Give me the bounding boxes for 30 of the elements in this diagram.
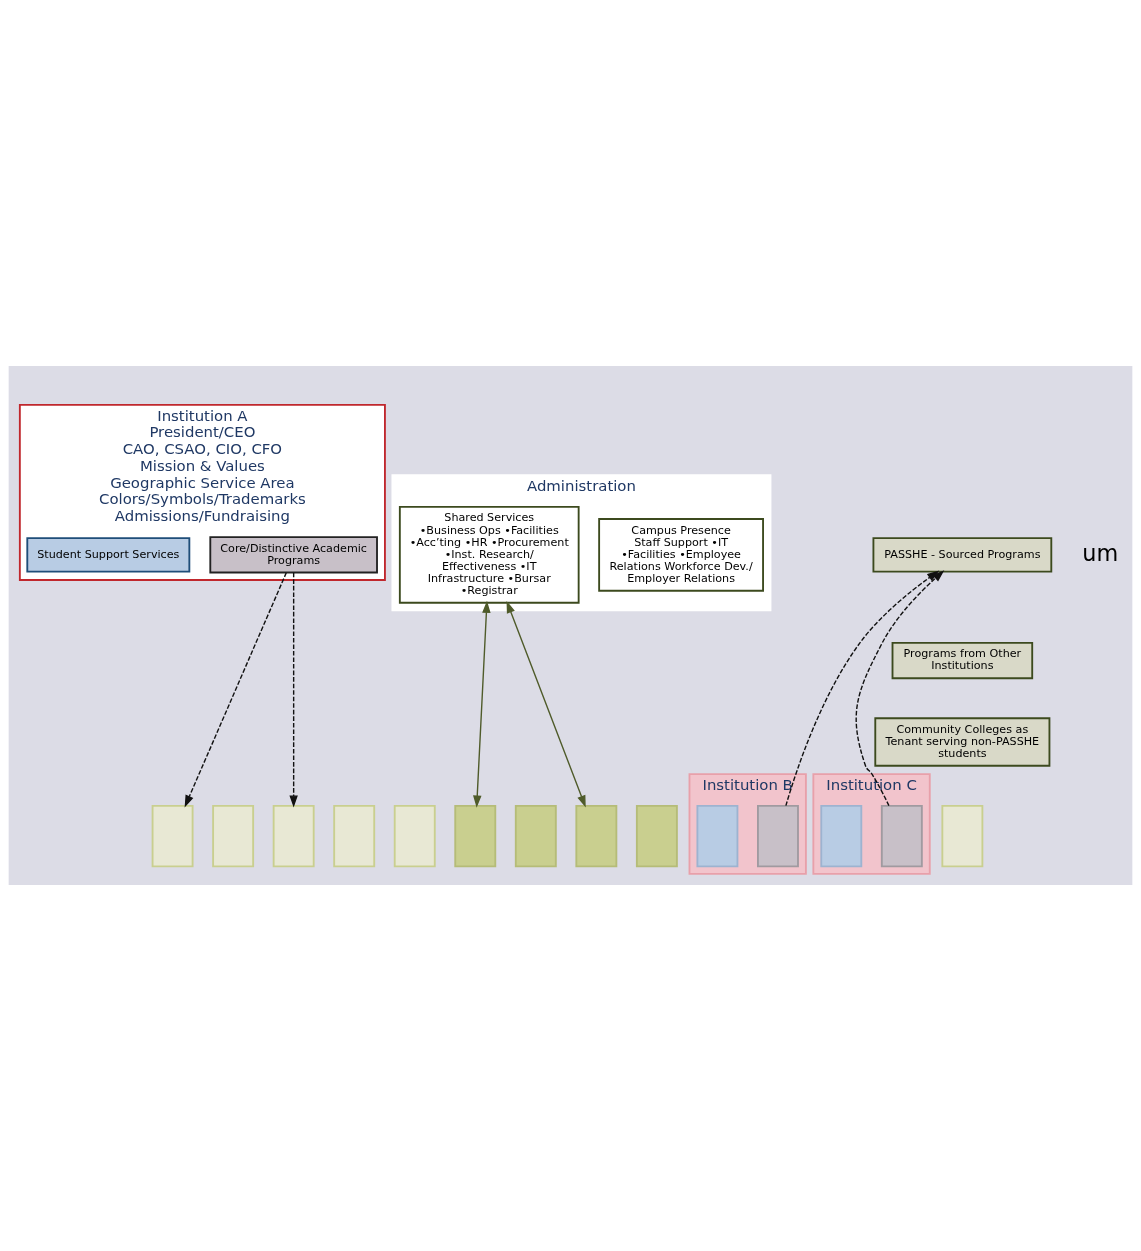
node-box: Programs from Other Institutions [891,641,1034,680]
arrow [855,570,945,807]
node-box [696,804,739,868]
cluster: Institution C [812,773,931,875]
arrow [785,570,940,807]
arrow [289,572,298,808]
arrow [473,600,491,808]
node-box [212,804,255,868]
node-box [880,804,923,868]
node-box: Community Colleges as Tenant serving non-PASSHE students [874,717,1051,767]
cluster: Institution B [688,773,807,875]
node-box: Shared Services •Business Ops •Facilities •Acc’ting •HR •Procurement •Inst. Research/ Effectiveness •IT Infrastructure •Bursar •Registrar [398,505,580,604]
node-box [514,804,557,868]
node-box [272,804,315,868]
node-box: PASSHE - Sourced Programs [872,537,1053,573]
node-box [575,804,618,868]
node-box: Campus Presence Staff Support •IT •Facilities •Employee Relations Workforce Dev./ Employer Relations [598,518,764,592]
node-box [151,804,194,868]
node-box [757,804,799,868]
node-box [635,804,678,868]
arrow [184,572,287,808]
label: um [1082,539,1119,566]
node-box: Student Support Services [26,537,191,573]
node-box [454,804,497,868]
node-box [820,804,863,868]
node-box [333,804,376,868]
arrow [506,600,586,808]
node-box: Core/Distinctive Academic Programs [209,536,378,574]
node-box [941,804,984,868]
node-box [393,804,436,868]
